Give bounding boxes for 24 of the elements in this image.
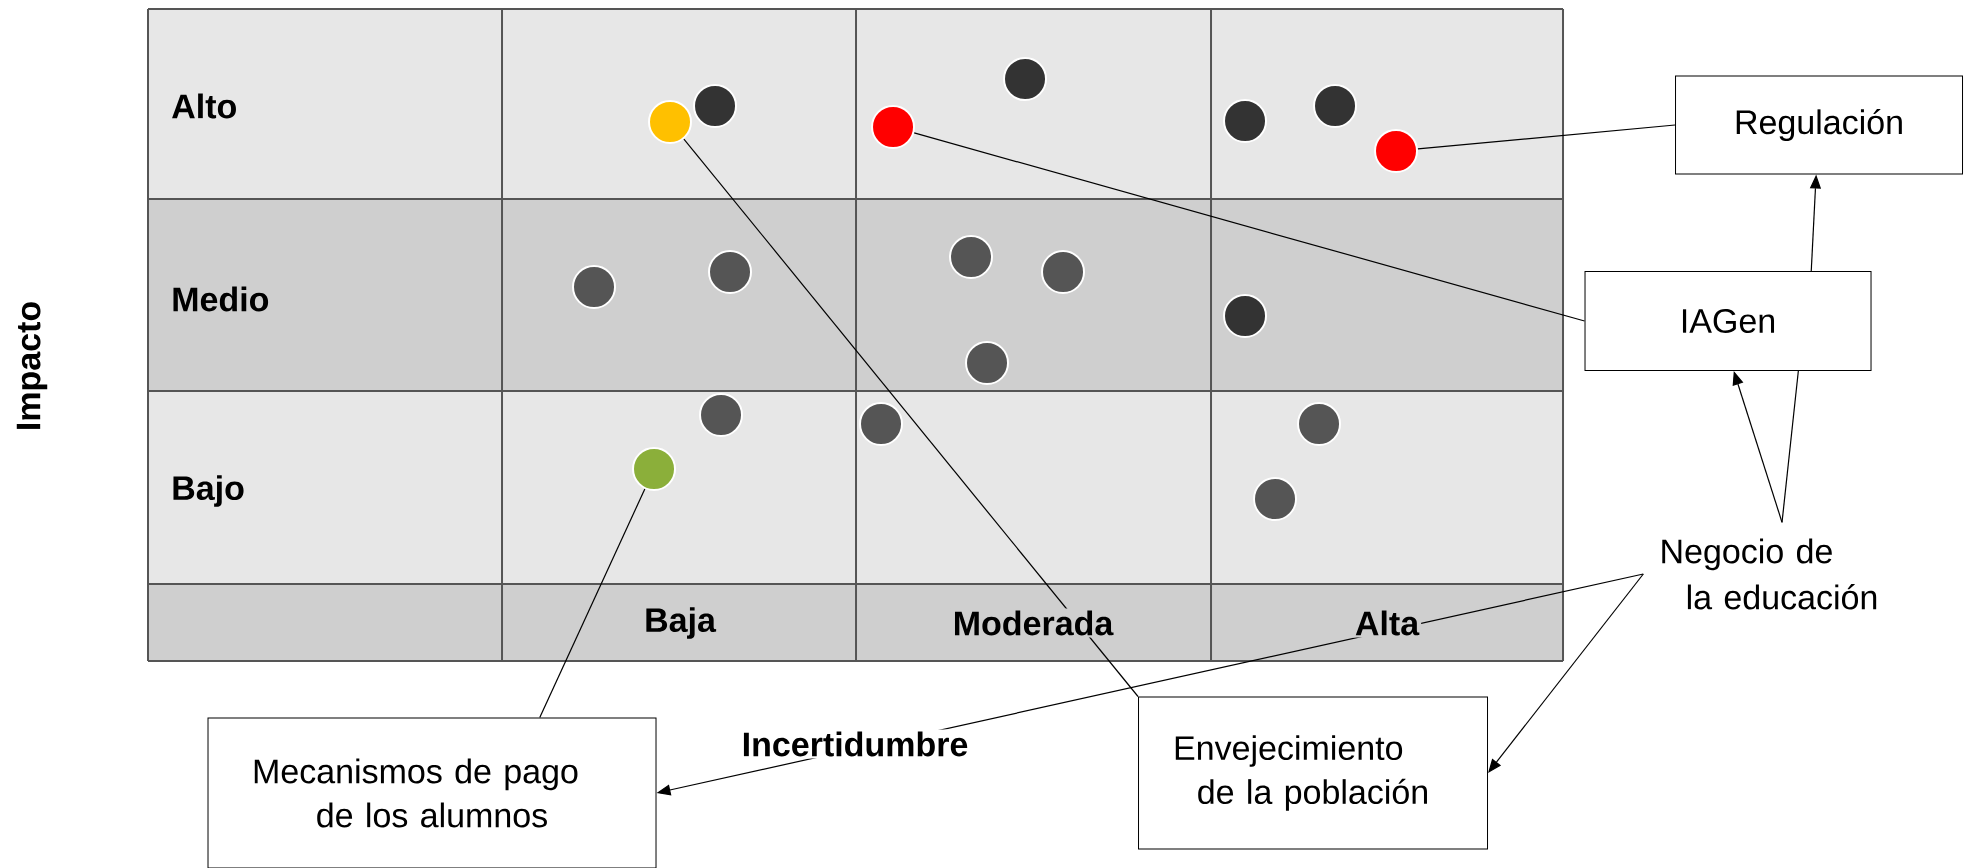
- text-box: Envejecimiento de la población: [1138, 696, 1488, 850]
- dot-marker: [871, 105, 915, 149]
- axis-title: Impacto: [14, 298, 50, 434]
- arrow: [1732, 371, 1783, 523]
- row-label: Bajo: [173, 475, 244, 507]
- connector-line: [683, 138, 1139, 698]
- column-label: Alta: [1352, 608, 1422, 638]
- dot-marker: [632, 447, 676, 491]
- connector-line: [913, 132, 1586, 322]
- row-label: Medio: [173, 286, 269, 312]
- connector-line: [1417, 124, 1676, 150]
- dot-marker: [648, 100, 692, 144]
- text-box: IAGen: [1584, 271, 1872, 371]
- connector-line: [1781, 370, 1799, 523]
- connector-line: [539, 488, 646, 719]
- dot-marker: [1374, 129, 1418, 173]
- axis-title: Incertidumbre: [739, 729, 971, 759]
- row-label: Alto: [172, 93, 236, 119]
- text-box: Regulación: [1675, 75, 1963, 175]
- callout-text: Negocio de la educación: [1662, 538, 1877, 610]
- column-label: Baja: [642, 605, 718, 641]
- text-box: Mecanismos de pago de los alumnos: [207, 717, 657, 868]
- arrow: [1488, 573, 1644, 773]
- column-label: Moderada: [950, 608, 1116, 638]
